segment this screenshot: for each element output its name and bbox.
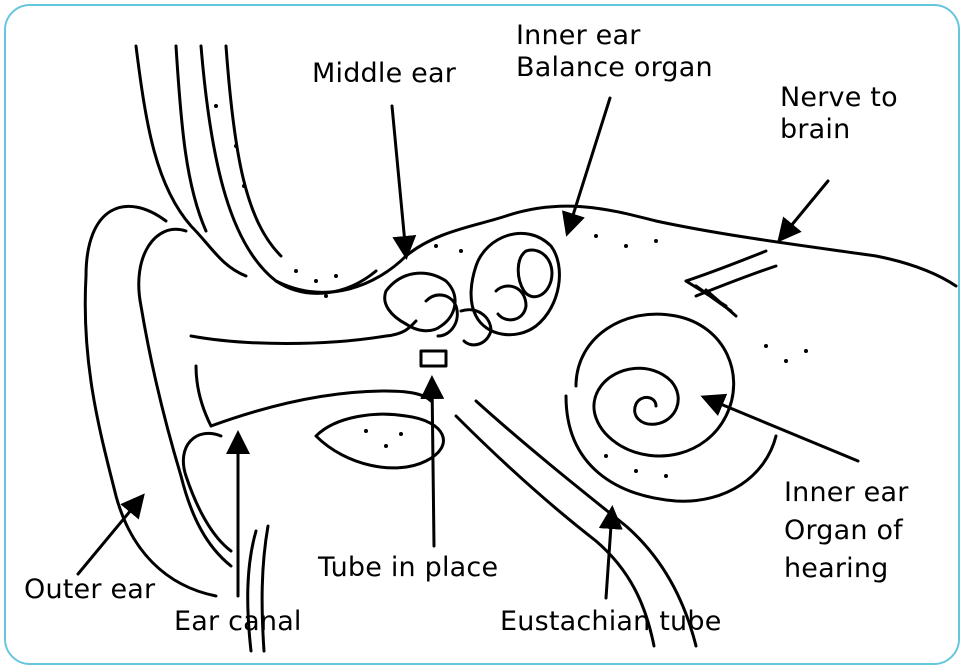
label-eustachian-tube: Eustachian tube <box>500 606 722 638</box>
label-inner-ear-balance: Inner ear Balance organ <box>516 20 713 84</box>
arrow-middle-ear <box>392 106 406 254</box>
outer-ear-shape <box>85 206 216 596</box>
label-inner-ear-hearing: Inner ear Organ of hearing <box>784 474 909 588</box>
auditory-nerve-shape <box>686 251 766 281</box>
cochlea-shape <box>576 314 734 456</box>
ossicles-shape <box>385 273 455 331</box>
label-tube-in-place: Tube in place <box>318 552 498 584</box>
label-outer-ear: Outer ear <box>24 574 155 606</box>
label-nerve-to-brain: Nerve to brain <box>780 82 898 146</box>
arrow-balance-organ <box>568 98 610 231</box>
label-ear-canal: Ear canal <box>174 606 302 638</box>
ear-canal-shape <box>191 321 416 344</box>
diagram-frame: Middle ear Inner ear Balance organ Nerve… <box>4 4 960 665</box>
tympanostomy-tube <box>421 351 446 366</box>
arrow-nerve <box>781 181 828 238</box>
arrow-tube-in-place <box>432 381 434 546</box>
arrow-hearing-organ <box>706 398 858 461</box>
label-middle-ear: Middle ear <box>312 58 456 90</box>
